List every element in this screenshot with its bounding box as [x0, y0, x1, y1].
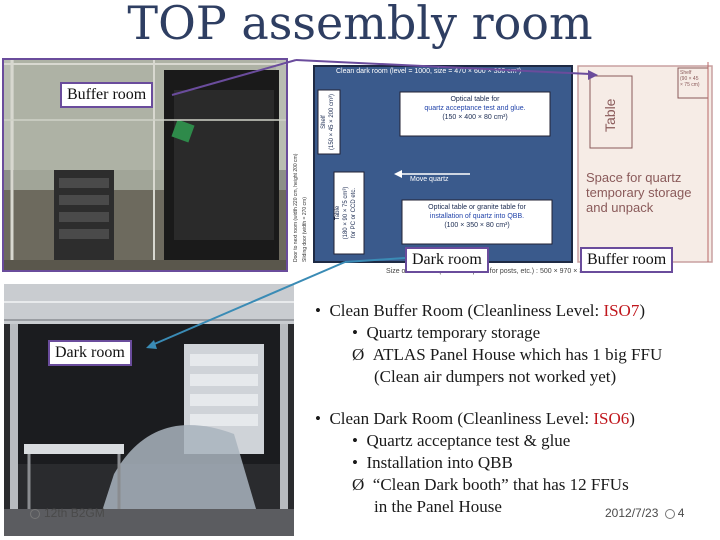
bullet-2-sub-2: • Installation into QBB — [352, 452, 513, 474]
right-shelf-line-2: (90 × 45 — [680, 76, 699, 82]
optical-table-1: Optical table for quartz acceptance test… — [400, 95, 550, 122]
buffer-room-label-top: Buffer room — [60, 82, 154, 108]
bullet-1-iso-level: ISO7 — [603, 301, 640, 320]
bullet-1-sub-1-marker: • — [352, 323, 358, 342]
bullet-1-sub-2-cont: (Clean air dumpers not worked yet) — [374, 367, 617, 386]
bullet-2-sub-2-text: Installation into QBB — [366, 453, 513, 472]
buffer-space-line-2: temporary storage — [586, 185, 692, 200]
bullet-1-sub-1: • Quartz temporary storage — [352, 322, 540, 344]
bullet-1-marker: • — [315, 301, 321, 320]
footer-date: 2012/7/23 — [605, 506, 659, 520]
optical-table-2: Optical table or granite table for insta… — [402, 203, 552, 230]
floorplan-graphic — [290, 62, 716, 280]
buffer-room-label-floorplan: Buffer room — [580, 247, 674, 273]
optical-table-1-line-1: Optical table for — [450, 96, 500, 103]
bullet-2-sub-1-marker: • — [352, 431, 358, 450]
buffer-space-line-3: and unpack — [586, 200, 654, 215]
bullet-2-sub-3: Ø “Clean Dark booth” that has 12 FFUs — [352, 474, 629, 496]
dark-room-photo — [4, 284, 294, 536]
footer-left-text: 12th B2GM — [44, 506, 105, 520]
bullet-2: • Clean Dark Room (Cleanliness Level: IS… — [315, 408, 635, 430]
bullet-2-marker: • — [315, 409, 321, 428]
bullet-2-iso-level: ISO6 — [593, 409, 630, 428]
floorplan: Clean dark room (level = 1000, size = 47… — [290, 62, 716, 280]
footer-left: 12th B2GM — [30, 506, 105, 520]
dark-room-photo-graphic — [4, 284, 294, 536]
bullet-2-sub-1-text: Quartz acceptance test & glue — [366, 431, 571, 450]
floorplan-bottom-caption: Size of the room (effective space for po… — [386, 268, 605, 275]
footer-left-dot-icon — [30, 508, 40, 519]
bullet-2-prefix: Clean Dark Room (Cleanliness Level: — [329, 409, 594, 428]
right-shelf-line-1: Shelf — [680, 70, 692, 76]
buffer-space-label: Space for quartz temporary storage and u… — [586, 170, 692, 215]
bullet-1-sub-2-text: ATLAS Panel House which has 1 big FFU — [372, 345, 663, 364]
bullet-2-sub-3-text: “Clean Dark booth” that has 12 FFUs — [372, 475, 629, 494]
bullet-1-sub-2: Ø ATLAS Panel House which has 1 big FFU — [352, 344, 662, 366]
optical-table-2-line-2: installation of quartz into QBB. — [429, 213, 525, 220]
optical-table-1-line-3: (150 × 400 × 80 cm³) — [442, 114, 508, 121]
bullet-2-sub-1: • Quartz acceptance test & glue — [352, 430, 570, 452]
page-number: 4 — [677, 506, 685, 520]
optical-table-1-line-2: quartz acceptance test and glue. — [424, 105, 526, 112]
slide-title: TOP assembly room — [127, 0, 593, 50]
bullet-1-sub-2-marker: Ø — [352, 345, 365, 364]
right-shelf-line-3: × 75 cm) — [680, 82, 700, 88]
bullet-2-suffix: ) — [629, 409, 635, 428]
footer-right-dot-icon — [664, 508, 675, 519]
move-quartz-label: Move quartz — [410, 176, 449, 183]
buffer-space-line-1: Space for quartz — [586, 170, 682, 185]
bullet-2-sub-3-cont: in the Panel House — [374, 497, 502, 516]
bullet-1-suffix: ) — [639, 301, 646, 320]
bullet-2-sub-3-marker: Ø — [352, 475, 365, 494]
bullet-1: • Clean Buffer Room (Cleanliness Level: … — [315, 300, 645, 322]
right-shelf: Shelf (90 × 45 × 75 cm) — [680, 70, 700, 88]
optical-table-2-line-1: Optical table or granite table for — [428, 204, 526, 211]
bullet-1-sub-1-text: Quartz temporary storage — [366, 323, 541, 342]
bullet-2-sub-2-marker: • — [352, 453, 358, 472]
bullet-1-prefix: Clean Buffer Room (Cleanliness Level: — [329, 301, 604, 320]
optical-table-2-line-3: (100 × 350 × 80 cm³) — [444, 222, 510, 229]
footer-right: 2012/7/23 4 — [605, 506, 684, 520]
dark-room-label-floorplan: Dark room — [405, 247, 489, 273]
buffer-room-photo-border — [2, 58, 288, 272]
dark-room-label-photo: Dark room — [48, 340, 132, 366]
